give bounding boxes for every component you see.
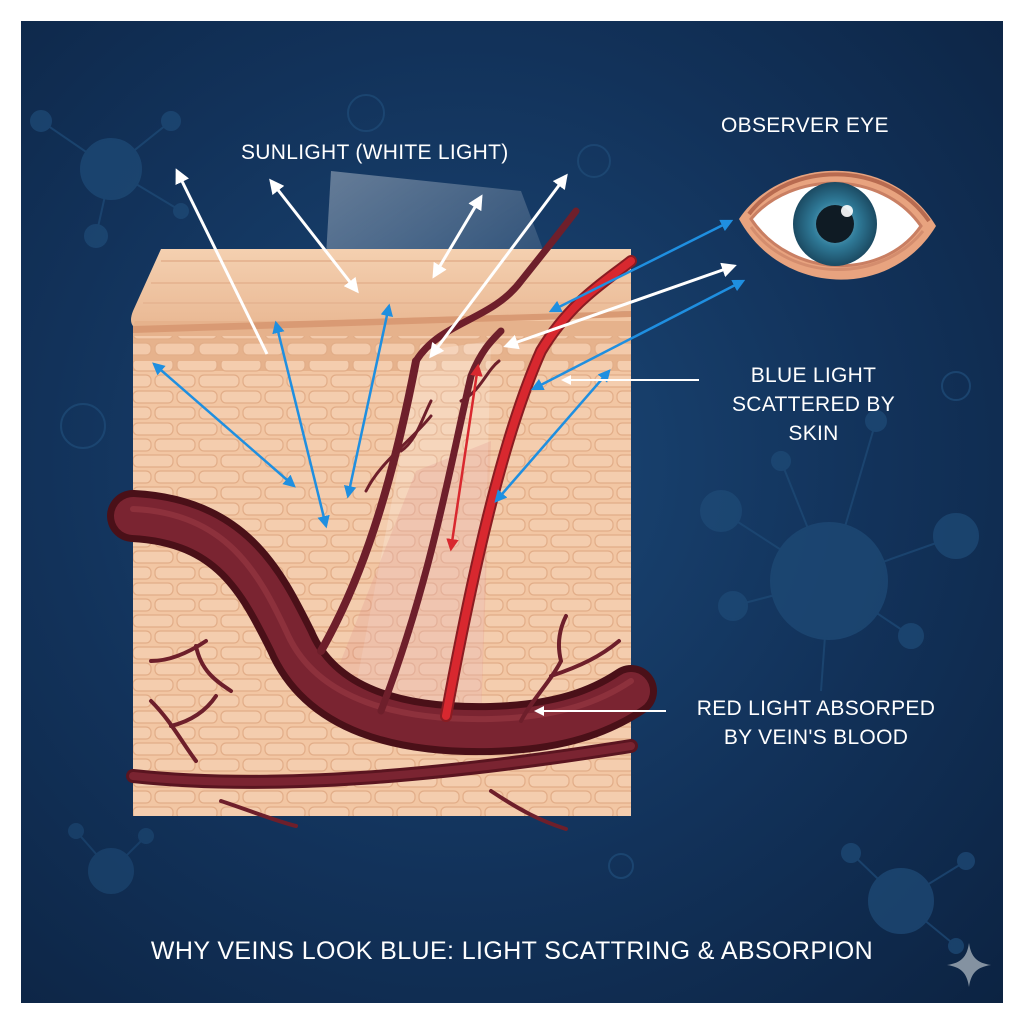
observer-eye-label: OBSERVER EYE bbox=[721, 114, 889, 137]
diagram-title: WHY VEINS LOOK BLUE: LIGHT SCATTRING & A… bbox=[150, 937, 874, 965]
molecule-icon bbox=[841, 843, 975, 954]
molecule-icon bbox=[30, 110, 189, 248]
sunlight-label: SUNLIGHT (WHITE LIGHT) bbox=[241, 141, 509, 164]
vein bbox=[107, 490, 657, 789]
sparkle-icon bbox=[947, 943, 991, 987]
molecule-icon bbox=[60, 94, 971, 879]
eye-icon bbox=[739, 170, 936, 280]
molecule-icon bbox=[700, 410, 979, 692]
blue-light-rays bbox=[152, 219, 746, 529]
molecule-icon bbox=[68, 823, 154, 894]
blue-light-label: BLUE LIGHT SCATTERED BY SKIN bbox=[731, 364, 896, 445]
diagram-frame: SUNLIGHT (WHITE LIGHT) OBSERVER EYE BLUE… bbox=[21, 21, 1003, 1003]
red-light-ray bbox=[446, 363, 483, 552]
diagram-canvas bbox=[30, 94, 991, 987]
red-light-label: RED LIGHT ABSORPED BY VEIN'S BLOOD bbox=[696, 697, 936, 749]
